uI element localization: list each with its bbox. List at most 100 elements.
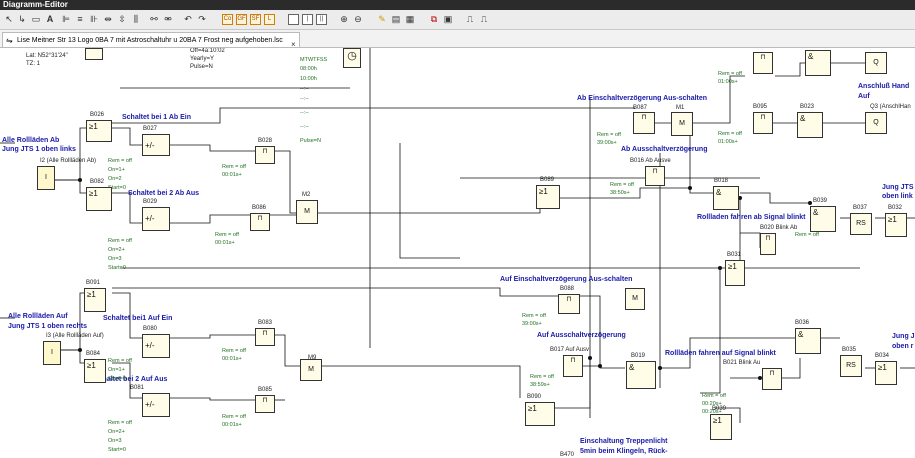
pulse-icon: ⊓ <box>262 330 268 337</box>
redo-icon[interactable]: ↷ <box>198 14 206 24</box>
B019-block[interactable]: & <box>626 361 656 389</box>
B085-rem: Rem = off <box>222 414 246 420</box>
B026-block[interactable]: ≥1 <box>86 120 112 142</box>
sim-4-icon[interactable]: ▣ <box>443 14 453 24</box>
B039-block[interactable]: & <box>810 206 836 232</box>
B095-block[interactable]: ⊓ <box>753 112 773 134</box>
delay-icon: ⊓ <box>566 296 572 303</box>
zoom-out-icon[interactable]: ⊖ <box>354 14 362 24</box>
B084-symbol: ≥1 <box>87 361 96 370</box>
group-icon[interactable]: ▭ <box>31 14 41 24</box>
B018-block[interactable]: & <box>713 186 739 210</box>
B016-block[interactable]: ⊓ <box>645 166 665 186</box>
layout-split-icon[interactable]: | <box>302 14 313 25</box>
label-rollladen-ab-signal: Rollladen fahren ab Signal blinkt <box>697 214 806 221</box>
M2-block[interactable]: M <box>296 200 318 224</box>
B084-block[interactable]: ≥1 <box>84 359 106 383</box>
co-icon[interactable]: Co <box>222 14 233 25</box>
M9-block[interactable]: M <box>300 359 322 381</box>
M1-block[interactable]: M <box>671 112 693 136</box>
B081-block[interactable]: +/- <box>142 393 170 417</box>
input-I2-block[interactable]: I <box>37 166 55 190</box>
dist-h-icon[interactable]: ⇹ <box>104 14 112 24</box>
B088-label: B088 <box>560 286 575 292</box>
layout-single-icon[interactable] <box>288 14 299 25</box>
B020-label: B020 Blink Ab <box>760 225 798 231</box>
link-icon[interactable]: ⚯ <box>150 14 158 24</box>
sim-6-icon[interactable]: ⎍ <box>480 14 488 24</box>
diagram-canvas[interactable]: Lat: N52°31'24" TZ: 1 Off=4a:10:02 Yearl… <box>0 48 915 458</box>
B087-label: B087 <box>633 105 648 111</box>
label-rollladen-auf-signal: Rollläden fahren auf Signal blinkt <box>665 350 776 357</box>
B034-block[interactable]: ≥1 <box>875 361 897 385</box>
sim-5-icon[interactable]: ⎍ <box>466 14 474 24</box>
B091-block[interactable]: ≥1 <box>84 288 106 312</box>
B037-block[interactable]: RS <box>850 213 872 235</box>
B029-start: Start=0 <box>108 265 126 271</box>
close-icon[interactable]: × <box>291 40 296 47</box>
tab-diagram-file[interactable]: ⇋ Lise Meitner Str 13 Logo 0BA 7 mit Ast… <box>2 32 300 47</box>
sf-icon[interactable]: SF <box>250 14 261 25</box>
B090-block[interactable]: ≥1 <box>525 402 555 426</box>
top-block[interactable] <box>85 48 103 60</box>
distribute-icon[interactable]: ⫼ <box>133 14 139 24</box>
pulse-icon: ⊓ <box>262 397 268 404</box>
pulse-icon: ⊓ <box>257 215 263 222</box>
align-left-icon[interactable]: ⊫ <box>62 14 70 24</box>
gf-icon[interactable]: GF <box>236 14 247 25</box>
B023-block[interactable]: & <box>797 112 823 138</box>
sim-1-icon[interactable]: ▤ <box>391 14 401 24</box>
B087-time: 39:00s+ <box>597 140 617 146</box>
dist-v-icon[interactable]: ⇳ <box>118 14 126 24</box>
select-arrow-icon[interactable]: ↖ <box>5 14 13 24</box>
B089-block[interactable]: ≥1 <box>536 185 560 209</box>
Q-top-block[interactable]: Q <box>865 52 887 74</box>
B017-block[interactable]: ⊓ <box>563 355 583 377</box>
B088-block[interactable]: ⊓ <box>558 294 580 314</box>
label-treppenlicht: Einschaltung Treppenlicht <box>580 438 668 445</box>
top-delay-block[interactable]: ⊓ <box>753 52 773 74</box>
B027-block[interactable]: +/- <box>142 134 170 156</box>
label-schaltet-1-ab-ein: Schaltet bei 1 Ab Ein <box>122 114 191 121</box>
B031-block[interactable]: ≥1 <box>725 260 745 286</box>
B087-block[interactable]: ⊓ <box>633 112 655 134</box>
B036-block[interactable]: & <box>795 328 821 354</box>
latitude-text: Lat: N52°31'24" <box>26 53 68 59</box>
B020-block[interactable]: ⊓ <box>760 233 776 255</box>
B021-block[interactable]: ⊓ <box>762 368 782 390</box>
B082-block[interactable]: ≥1 <box>86 187 112 211</box>
text-A-icon[interactable]: A <box>46 14 54 24</box>
B032-block[interactable]: ≥1 <box>885 213 907 237</box>
clock-block[interactable]: ◷ <box>343 48 361 68</box>
zoom-in-icon[interactable]: ⊕ <box>340 14 348 24</box>
connect-arrow-icon[interactable]: ↳ <box>18 14 26 24</box>
input-I3-block[interactable]: I <box>43 341 61 365</box>
B085-block[interactable]: ⊓ <box>255 395 275 413</box>
M-lower-block[interactable]: M <box>625 288 645 310</box>
B086-block[interactable]: ⊓ <box>250 213 270 231</box>
label-jung-oben-links: Jung JTS 1 oben links <box>2 146 76 153</box>
Q3-block[interactable]: Q <box>865 112 887 134</box>
B037-label: B037 <box>853 205 868 211</box>
B088-time: 39:00s+ <box>522 321 542 327</box>
sim-2-icon[interactable]: ▦ <box>405 14 415 24</box>
align-center-icon[interactable]: ≡ <box>77 14 83 24</box>
undo-icon[interactable]: ↶ <box>184 14 192 24</box>
B080-block[interactable]: +/- <box>142 334 170 358</box>
and-top-block[interactable]: & <box>805 50 831 76</box>
dots-3: --:-- <box>300 110 309 116</box>
blink-icon: ⊓ <box>769 370 775 377</box>
align-right-icon[interactable]: ⊪ <box>90 14 98 24</box>
B035-block[interactable]: RS <box>840 355 862 377</box>
highlight-icon[interactable]: ✎ <box>378 14 386 24</box>
B029-block[interactable]: +/- <box>142 207 170 231</box>
B039b-block[interactable]: ≥1 <box>710 414 732 440</box>
unlink-icon[interactable]: ⚮ <box>164 14 172 24</box>
B083-block[interactable]: ⊓ <box>255 328 275 346</box>
M9-label: M9 <box>308 355 317 361</box>
B028-block[interactable]: ⊓ <box>255 146 275 164</box>
sim-3-icon[interactable]: ⧉ <box>430 14 438 24</box>
B086-time: 00:01s+ <box>215 240 235 246</box>
layout-quad-icon[interactable]: || <box>316 14 327 25</box>
l-icon[interactable]: L <box>264 14 275 25</box>
